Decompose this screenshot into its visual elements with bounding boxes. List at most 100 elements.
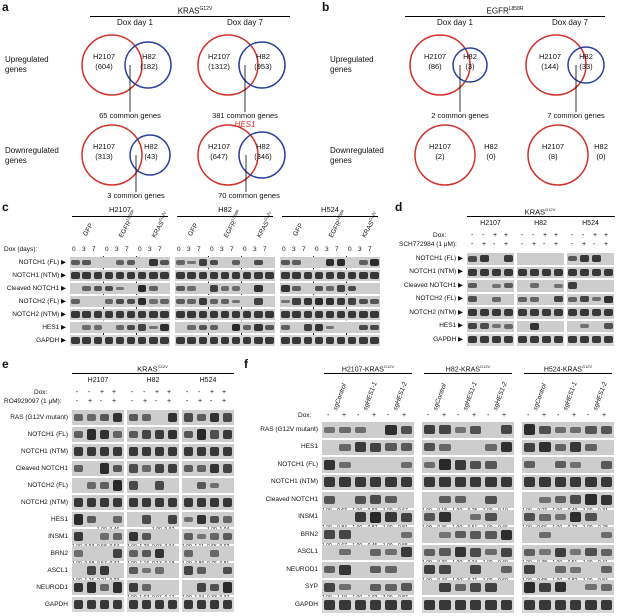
venn-common: 2 common genes — [431, 111, 489, 120]
blot-band — [523, 548, 536, 556]
venn-circle-left — [525, 34, 587, 96]
blot-band — [176, 285, 185, 292]
blot-band — [149, 286, 158, 291]
blot-band — [585, 584, 597, 591]
blot-band — [196, 429, 207, 440]
day-label: 3 — [82, 246, 86, 253]
blot-band — [71, 311, 80, 318]
blot-band — [439, 459, 451, 471]
blot-band — [222, 429, 233, 440]
blot-band — [112, 549, 123, 558]
blot-band — [385, 599, 397, 610]
blot-band — [568, 296, 578, 302]
blot-strip — [72, 427, 124, 442]
blot-band — [86, 446, 97, 457]
dox-sign: - — [587, 412, 590, 419]
blot-band — [86, 582, 97, 593]
row-label: INSM1 — [298, 513, 318, 521]
blot-band — [176, 260, 185, 265]
blot-band — [539, 425, 551, 434]
blot-band — [209, 482, 220, 489]
blot-band — [370, 337, 379, 344]
blot-strip — [467, 320, 514, 332]
drug-sign: + — [222, 398, 227, 405]
blot-strip — [127, 529, 179, 544]
blot-band — [187, 299, 196, 304]
blot-band — [439, 565, 451, 575]
blot-band — [500, 566, 513, 574]
row-label: RAS (G12V mutant) — [10, 413, 68, 421]
blot-strip — [467, 307, 514, 319]
day-label: 3 — [358, 246, 362, 253]
blot-band — [325, 337, 335, 344]
day-label: 0 — [210, 246, 214, 253]
blot-band — [530, 268, 540, 276]
blot-band — [400, 599, 413, 610]
blot-band — [603, 336, 613, 344]
venn-circle-left — [81, 124, 143, 186]
blot-band — [128, 481, 139, 490]
blot-band — [99, 565, 110, 576]
blot-strip — [517, 293, 564, 305]
blot-band — [369, 495, 382, 504]
row-label: GAPDH ▶ — [433, 335, 463, 343]
venn-common: 7 common genes — [547, 111, 605, 120]
dox-sign: - — [571, 232, 574, 239]
blot-band — [149, 299, 158, 304]
blot-band — [141, 584, 152, 591]
row-label: NOTCH1 (NTM) — [21, 447, 68, 455]
blot-band — [115, 286, 125, 291]
blot-band — [104, 272, 114, 279]
blot-band — [423, 513, 436, 522]
blot-band — [600, 425, 613, 434]
drug-sign: - — [543, 241, 546, 248]
blot-band — [187, 337, 196, 344]
group-rule — [524, 373, 612, 374]
blot-band — [585, 425, 597, 434]
blot-band — [385, 566, 397, 574]
blot-strip — [72, 529, 124, 544]
blot-band — [128, 566, 139, 575]
dox-sign: - — [357, 412, 360, 419]
row-label: NOTCH2 (NTM) — [21, 498, 68, 506]
blot-band — [176, 337, 185, 344]
blot-band — [126, 260, 136, 265]
panel-d-label: d — [395, 200, 403, 214]
blot-band — [167, 599, 178, 610]
cell-line-label: H82 — [218, 205, 232, 214]
blot-band — [104, 311, 114, 318]
blot-band — [281, 325, 290, 330]
blot-band — [469, 547, 482, 557]
blot-strip — [72, 563, 124, 578]
blot-band — [292, 298, 301, 305]
blot-band — [196, 599, 207, 610]
blot-band — [554, 547, 567, 557]
blot-strip — [182, 546, 234, 561]
row-label: NOTCH1 (NTM) ▶ — [409, 268, 463, 276]
blot-band — [222, 497, 233, 508]
blot-band — [485, 495, 497, 504]
blot-band — [254, 285, 263, 292]
blot-band — [231, 260, 241, 265]
venn-common: 70 common genes — [218, 191, 280, 200]
blot-band — [468, 296, 478, 303]
blot-band — [187, 286, 196, 291]
blot-band — [183, 413, 194, 422]
panel-b-day7: Dox day 7 — [551, 18, 589, 27]
blot-band — [220, 286, 230, 291]
blot-band — [231, 323, 241, 332]
blot-band — [82, 311, 91, 318]
sg-label: sgHES1-2 — [592, 381, 609, 412]
blot-band — [196, 566, 207, 575]
blot-band — [209, 533, 220, 540]
blot-band — [518, 296, 528, 302]
blot-band — [439, 477, 451, 488]
drug-sign: + — [198, 398, 203, 405]
blot-band — [580, 255, 590, 263]
blot-band — [568, 336, 578, 344]
blot-band — [115, 325, 125, 330]
blot-band — [86, 599, 97, 610]
blot-band — [265, 272, 274, 279]
blot-band — [292, 272, 301, 279]
blot-strip — [127, 597, 179, 612]
